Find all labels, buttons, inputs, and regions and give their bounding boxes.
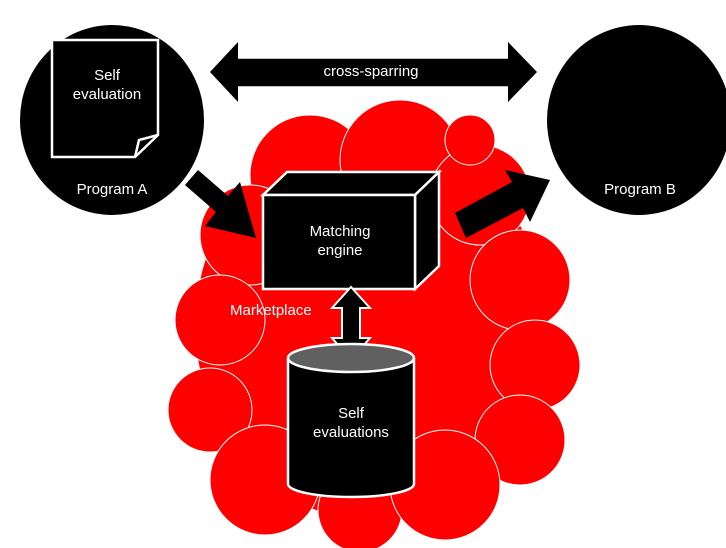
matching-engine-line2: engine [317,241,363,259]
document-icon [50,38,160,159]
matching-engine-label: Matching engine [270,223,410,261]
self-evaluation-line1: Self [94,67,120,84]
self-evaluations-line2: evaluations [313,423,389,441]
self-evaluation-label: Self evaluation [72,67,142,105]
arrow-into-engine-icon [185,170,256,238]
self-evaluation-line2: evaluation [72,85,142,103]
self-evaluations-label: Self evaluations [296,405,406,443]
matching-engine-cube [259,169,443,292]
database-cylinder [286,342,416,499]
program-b-label: Program B [604,181,676,198]
self-evaluations-line1: Self [338,405,364,422]
matching-engine-line1: Matching [309,223,371,240]
arrow-to-program-b-icon [455,170,550,238]
marketplace-label: Marketplace [230,302,312,319]
program-b-circle [547,25,726,215]
cross-sparring-label: cross-sparring [323,63,419,80]
program-a-label: Program A [76,181,148,198]
